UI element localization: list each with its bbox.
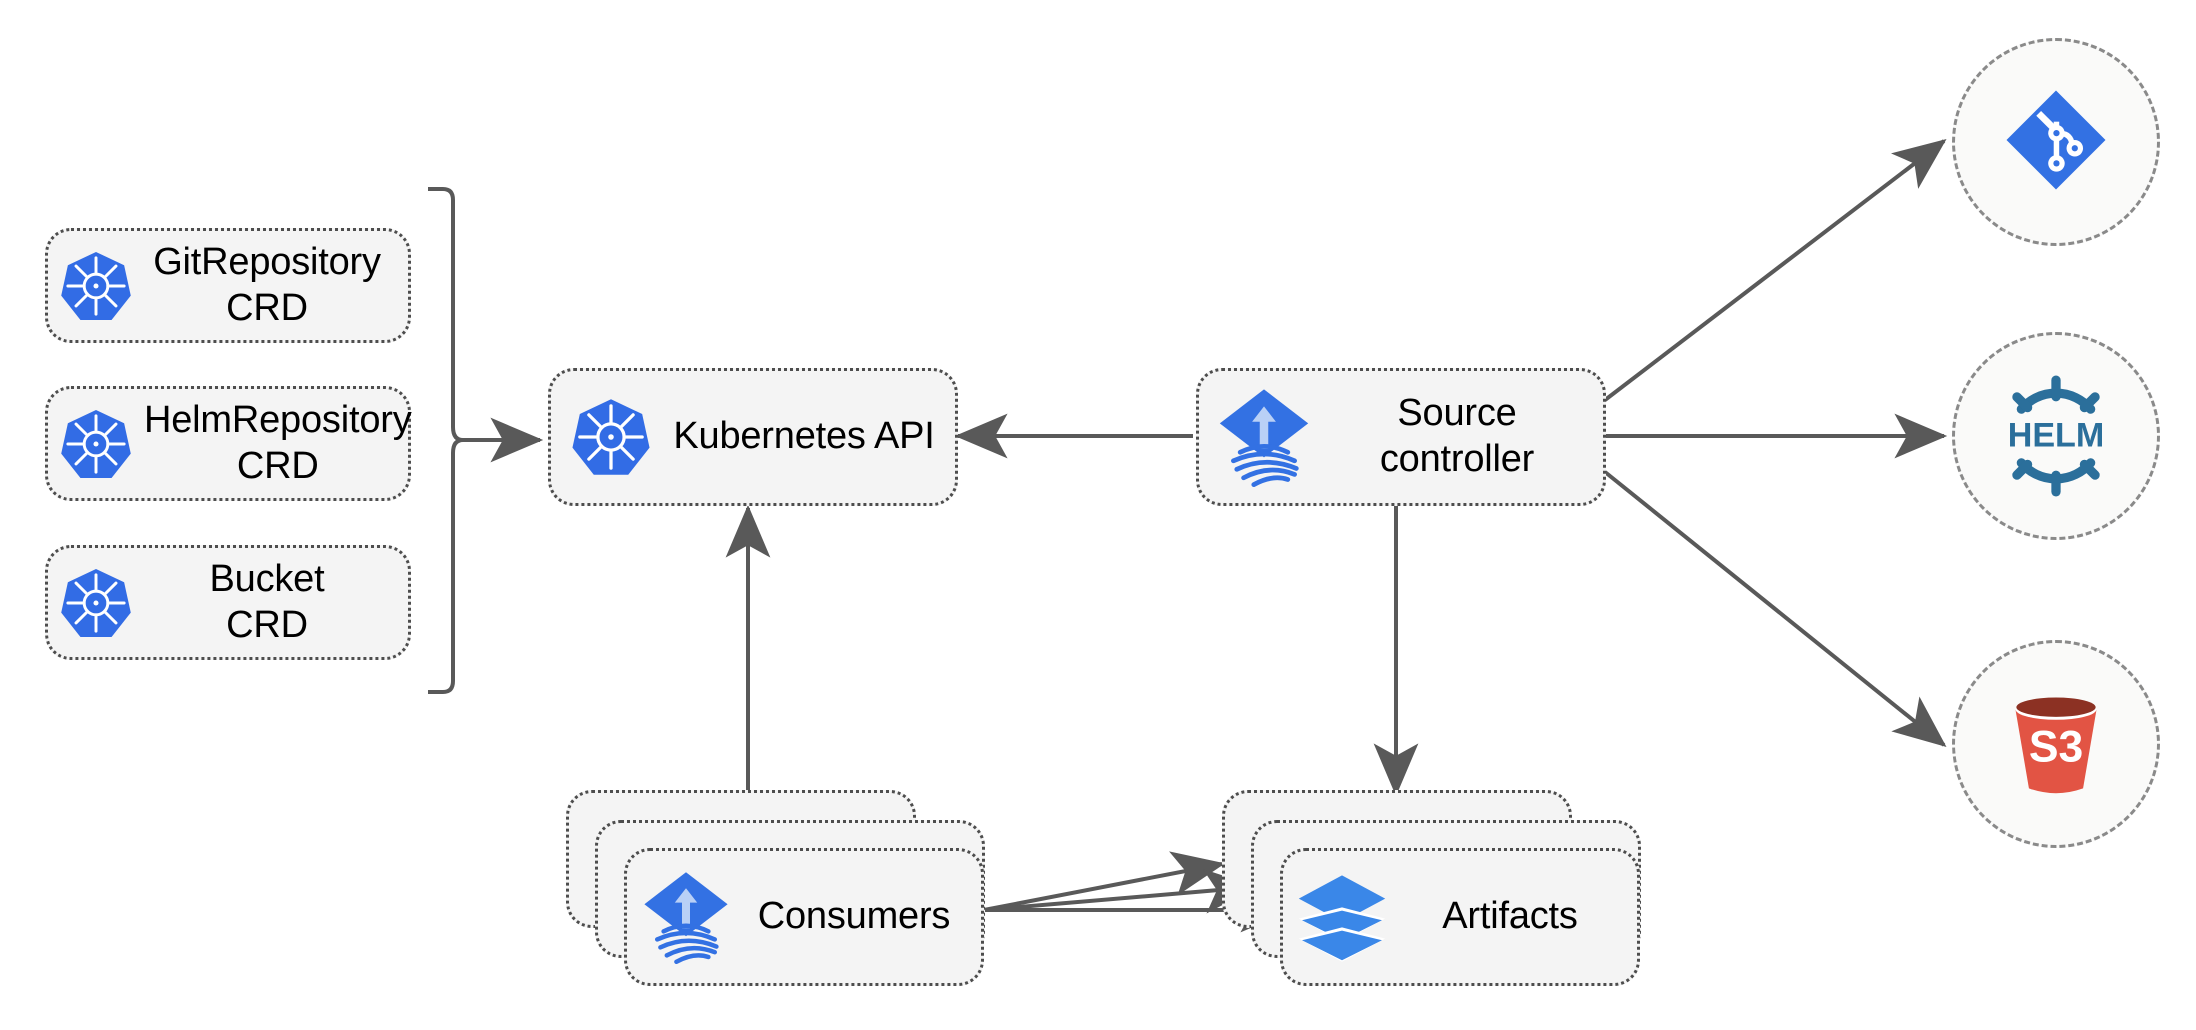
artifacts-stack: Artifacts [1222,790,1652,990]
kubernetes-icon [48,545,144,660]
crd-group-bracket [428,187,464,694]
external-source-helm[interactable]: HELM [1952,332,2160,540]
kubernetes-icon [551,368,671,506]
crd-box-helmrepository[interactable]: HelmRepository CRD [45,386,412,501]
external-source-git[interactable] [1952,38,2160,246]
consumers-box[interactable]: Consumers [624,848,984,986]
helm-wordmark: HELM [2008,416,2105,454]
source-controller-label: Source controller [1379,392,1535,480]
artifacts-label: Artifacts [1442,895,1578,938]
crd-label: GitRepository CRD [153,240,381,329]
kubernetes-api-box[interactable]: Kubernetes API [548,368,958,506]
crd-label: HelmRepository CRD [144,398,412,487]
artifacts-box[interactable]: Artifacts [1280,848,1640,986]
edge-source-controller-to-s3 [1603,470,1947,748]
s3-wordmark: S3 [2029,722,2083,771]
flux-icon [627,848,745,986]
helm-icon: HELM [1994,374,2118,498]
edge-consumers-to-artifacts-mid [983,868,1258,914]
kubernetes-icon [48,386,144,501]
crd-box-gitrepository[interactable]: GitRepository CRD [45,228,411,343]
source-controller-box[interactable]: Source controller [1196,368,1606,506]
layers-icon [1283,848,1401,986]
git-icon [2001,85,2111,200]
consumers-stack: Consumers [566,790,996,990]
s3-bucket-icon: S3 [1998,684,2114,805]
crd-label: Bucket CRD [209,557,325,646]
kubernetes-api-label: Kubernetes API [673,415,935,458]
flux-icon [1199,368,1329,506]
kubernetes-icon [48,228,144,343]
edge-consumers-to-artifacts-back [983,851,1226,912]
crd-box-bucket[interactable]: Bucket CRD [45,545,411,660]
external-source-s3[interactable]: S3 [1952,640,2160,848]
consumers-label: Consumers [757,895,951,938]
edge-source-controller-to-git [1603,139,1947,402]
